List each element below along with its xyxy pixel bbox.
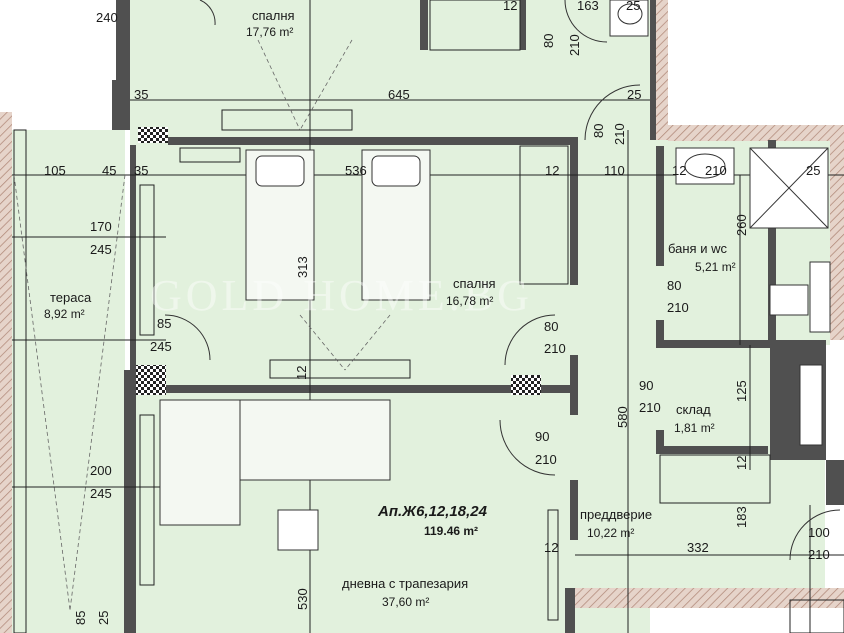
dim-label: 210 [808, 547, 830, 562]
dim-label: 12 [672, 163, 686, 178]
dim-label: 25 [806, 163, 820, 178]
dim-label: 260 [734, 214, 749, 236]
dim-label: 35 [134, 163, 148, 178]
dim-label: 536 [345, 163, 367, 178]
dim-label: 313 [295, 256, 310, 278]
walls [112, 0, 844, 633]
dim-label: 85 [73, 611, 88, 625]
terrace-slope-lines [13, 39, 391, 611]
dim-label: 240 [96, 10, 118, 25]
dim-label: 245 [150, 339, 172, 354]
room-area-bedroom1: 17,76 m² [246, 25, 293, 39]
dim-label: 245 [90, 486, 112, 501]
room-area-bedroom2: 16,78 m² [446, 294, 493, 308]
room-area-storage: 1,81 m² [674, 421, 715, 435]
dim-label: 210 [705, 163, 727, 178]
dim-label: 35 [134, 87, 148, 102]
dim-label: 210 [667, 300, 689, 315]
room-name-bedroom2: спалня [453, 276, 496, 291]
dim-label: 12 [544, 540, 558, 555]
dim-label: 645 [388, 87, 410, 102]
room-name-storage: склад [676, 402, 711, 417]
dim-label: 210 [639, 400, 661, 415]
dim-label: 332 [687, 540, 709, 555]
watermark-text: GOLD HOME.BG [150, 271, 533, 320]
door-swings [164, 0, 841, 561]
dim-label: 200 [90, 463, 112, 478]
dim-label: 80 [591, 124, 606, 138]
dim-label: 25 [96, 611, 111, 625]
dim-label: 12 [294, 366, 309, 380]
room-name-terrace: тераса [50, 290, 92, 305]
dim-label: 80 [541, 34, 556, 48]
dim-label: 210 [544, 341, 566, 356]
dim-label: 210 [535, 452, 557, 467]
bath-fixtures [609, 0, 831, 446]
dim-label: 530 [295, 588, 310, 610]
room-name-bedroom1: спалня [252, 8, 295, 23]
dimension-labels: 240 12 163 25 80 210 35 645 25 80 210 10… [44, 0, 830, 625]
dim-label: 80 [544, 319, 558, 334]
dim-label: 210 [567, 34, 582, 56]
room-area-hall: 10,22 m² [587, 526, 634, 540]
dim-label: 163 [577, 0, 599, 13]
dim-label: 90 [535, 429, 549, 444]
room-area-bath: 5,21 m² [695, 260, 736, 274]
dim-label: 110 [604, 163, 625, 178]
room-name-living: дневна с трапезария [342, 576, 468, 591]
dim-label: 105 [44, 163, 66, 178]
dim-label: 25 [627, 87, 641, 102]
dim-label: 85 [157, 316, 171, 331]
dim-label: 12 [503, 0, 517, 13]
dim-label: 170 [90, 219, 112, 234]
apartment-total-area: 119.46 m² [424, 524, 478, 538]
dim-label: 183 [734, 506, 749, 528]
dim-label: 12 [734, 456, 749, 470]
dim-label: 80 [667, 278, 681, 293]
dim-label: 100 [808, 525, 830, 540]
apartment-title: Ап.Ж6,12,18,24 [377, 503, 488, 520]
dim-label: 210 [612, 123, 627, 145]
room-area-living: 37,60 m² [382, 595, 429, 609]
beds [245, 149, 431, 301]
room-name-bath: баня и wc [668, 241, 727, 256]
dim-label: 125 [734, 380, 749, 402]
dim-label: 12 [545, 163, 559, 178]
room-labels: спалня 17,76 m² спалня 16,78 m² тераса 8… [44, 8, 736, 609]
room-area-terrace: 8,92 m² [44, 307, 85, 321]
dim-label: 25 [626, 0, 640, 13]
dim-label: 245 [90, 242, 112, 257]
sofa [159, 399, 391, 551]
room-name-hall: преддверие [580, 507, 652, 522]
dim-label: 90 [639, 378, 653, 393]
dim-label: 580 [615, 406, 630, 428]
dim-label: 45 [102, 163, 116, 178]
